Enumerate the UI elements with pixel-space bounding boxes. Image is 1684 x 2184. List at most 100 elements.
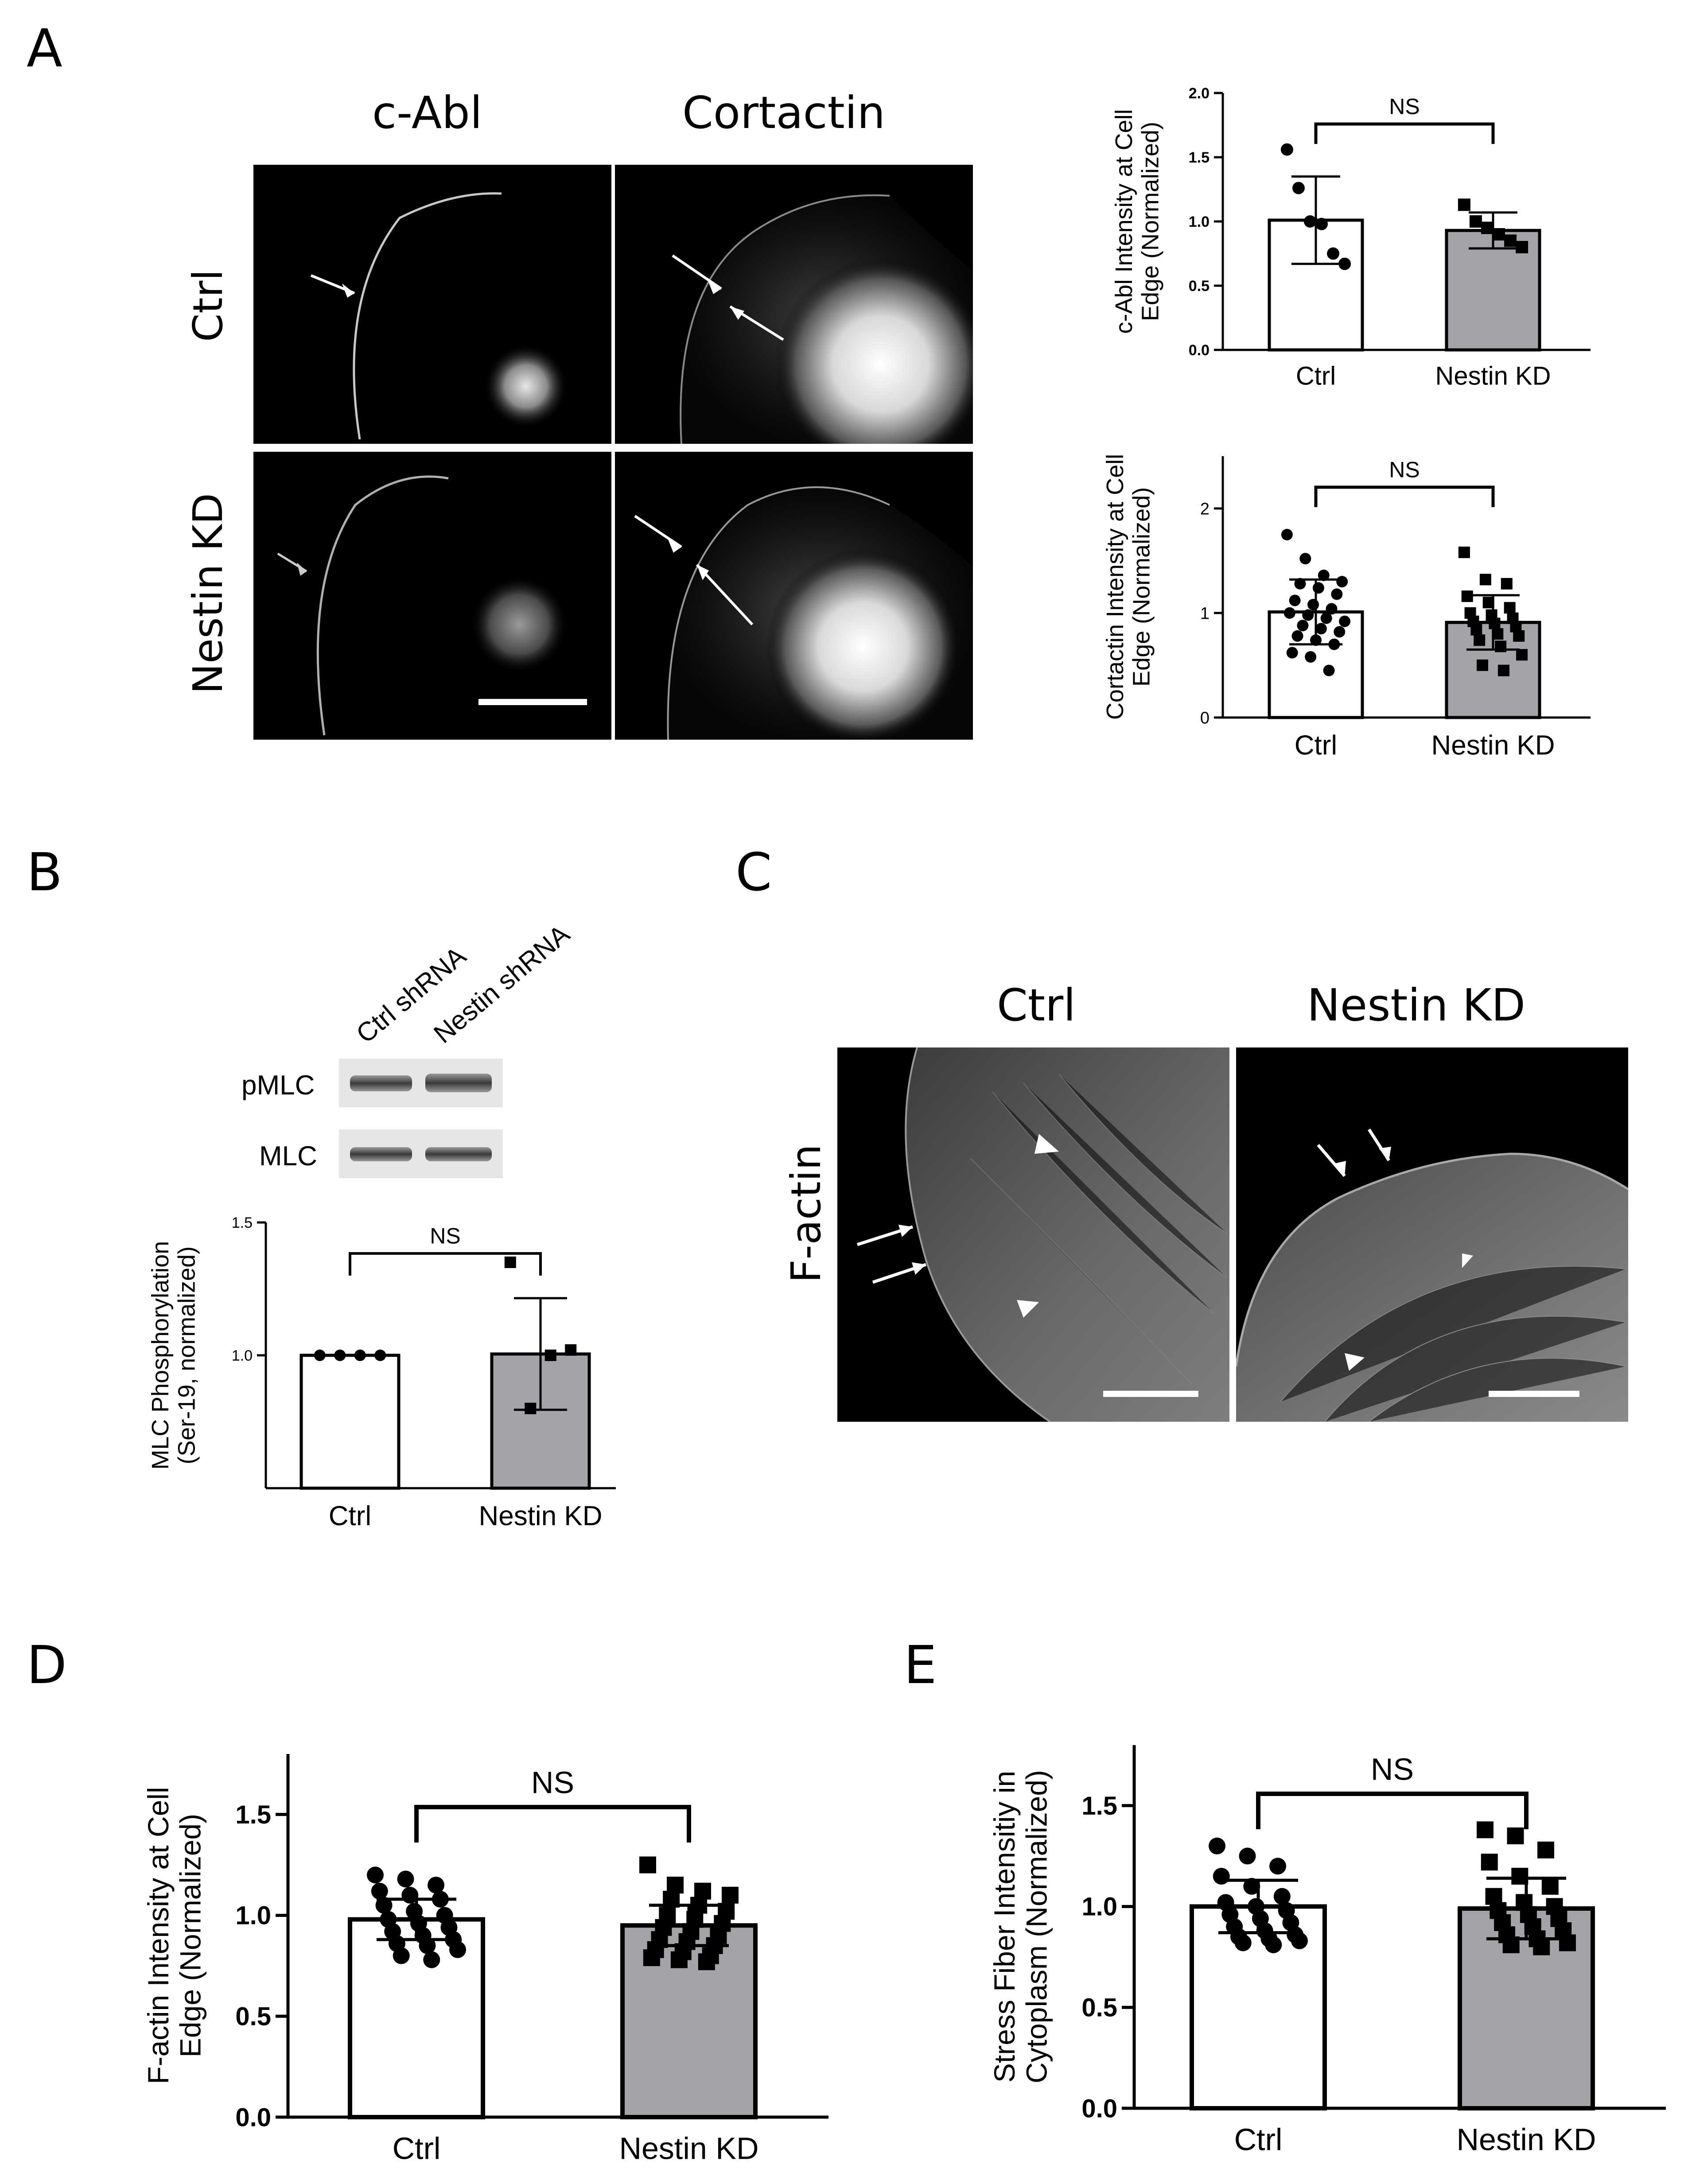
data-point (1307, 599, 1319, 611)
panel-label-c: C (735, 842, 772, 903)
data-point (1312, 582, 1324, 594)
col-header-nestin-kd-c: Nestin KD (1307, 979, 1526, 1031)
data-point (504, 1257, 516, 1268)
data-point (1481, 1854, 1498, 1871)
row-label-nestin-kd: Nestin KD (184, 493, 232, 694)
y-tick-label: 0.0 (235, 2103, 271, 2132)
y-tick-label: 1 (1200, 604, 1210, 623)
data-point (565, 1344, 577, 1356)
data-point (432, 1891, 449, 1908)
category-label: Nestin KD (1431, 730, 1555, 761)
data-point (1339, 615, 1351, 627)
significance-bracket (1256, 1792, 1528, 1829)
significance-label: NS (531, 1765, 574, 1800)
y-tick-label: 1.5 (1189, 149, 1210, 166)
col-header-cortactin: Cortactin (682, 87, 885, 139)
data-point (1283, 607, 1295, 619)
data-point (1291, 630, 1303, 642)
data-point (374, 1350, 386, 1361)
significance-bracket (349, 1252, 542, 1276)
micrograph-ctrl-c-abl (253, 165, 611, 444)
data-point (1292, 182, 1305, 194)
y-axis-label: Edge (Normalized) (1128, 487, 1155, 687)
data-point (449, 1941, 466, 1958)
data-point (1477, 1821, 1493, 1839)
y-axis-label: Stress Fiber Intensitiy in (988, 1771, 1021, 2083)
western-blot (339, 1059, 503, 1178)
data-point (1516, 649, 1528, 661)
data-point (1482, 597, 1494, 609)
data-point (1320, 612, 1332, 624)
data-point (1469, 215, 1482, 228)
data-point (1502, 1936, 1520, 1953)
y-tick-label: 0.0 (1081, 2094, 1117, 2123)
data-point (1334, 626, 1346, 638)
data-point (1497, 664, 1509, 676)
data-point (670, 1951, 688, 1968)
y-axis-label: F-actin Intensity at Cell (142, 1787, 175, 2084)
micrograph-f-actin-ctrl (837, 1047, 1229, 1422)
y-tick-label: 1.0 (235, 1901, 271, 1930)
col-header-c-abl: c-Abl (372, 87, 482, 139)
chart-d: 0.00.51.01.5F-actin Intensity at CellEdg… (142, 1754, 828, 2166)
data-point (639, 1856, 656, 1874)
data-point (1265, 1936, 1282, 1953)
y-tick-label: 2.0 (1189, 85, 1210, 102)
data-point (1323, 664, 1335, 676)
significance-bracket (1314, 122, 1495, 144)
data-point (698, 1953, 715, 1971)
data-point (1281, 529, 1293, 540)
band-pmlc-ctrl (350, 1075, 412, 1091)
category-label: Ctrl (329, 1501, 371, 1532)
data-point (663, 1891, 680, 1908)
data-point (1303, 215, 1316, 228)
category-label: Nestin KD (1435, 361, 1551, 390)
data-point (367, 1866, 384, 1884)
data-point (525, 1403, 537, 1414)
data-point (1328, 638, 1340, 650)
y-tick-label: 1.5 (235, 1800, 271, 1829)
data-point (419, 1937, 436, 1954)
band-pmlc-nestin (425, 1074, 492, 1092)
data-point (1485, 1888, 1502, 1905)
y-tick-label: 1.0 (1189, 213, 1210, 230)
bar-ctrl (299, 1354, 401, 1490)
scale-bar (1103, 1391, 1198, 1397)
y-tick-label: 0.5 (1189, 278, 1210, 295)
data-point (1280, 143, 1293, 156)
data-point (1458, 198, 1470, 211)
data-point (1513, 630, 1525, 642)
data-point (401, 1886, 419, 1904)
data-point (1458, 547, 1470, 559)
data-point (1291, 1932, 1308, 1949)
data-point (1289, 594, 1301, 606)
y-axis-label: MLC Phosphorylation (147, 1241, 174, 1470)
y-axis-label: (Ser-19, normalized) (173, 1246, 200, 1464)
data-point (1239, 1847, 1256, 1865)
micrograph-f-actin-nestin-kd (1236, 1047, 1628, 1422)
data-point (354, 1350, 366, 1361)
data-point (428, 1877, 445, 1894)
y-tick-label: 0.5 (235, 2002, 271, 2031)
y-tick-label: 0 (1200, 709, 1210, 727)
data-point (722, 1886, 739, 1904)
blot-label-pmlc: pMLC (241, 1070, 315, 1101)
panel-label-d: D (27, 1634, 67, 1695)
row-label-ctrl: Ctrl (184, 269, 232, 342)
data-point (1297, 620, 1309, 632)
data-point (1209, 1837, 1225, 1854)
y-axis-label: Edge (Normalized) (1137, 122, 1163, 321)
significance-bracket (414, 1805, 691, 1843)
data-point (1461, 590, 1473, 602)
data-point (1327, 247, 1340, 260)
data-point (1533, 1938, 1550, 1955)
category-label: Ctrl (1295, 730, 1337, 761)
col-header-ctrl-c: Ctrl (997, 979, 1076, 1031)
band-mlc-nestin (425, 1147, 492, 1161)
data-point (1504, 602, 1516, 614)
data-point (1470, 624, 1482, 636)
